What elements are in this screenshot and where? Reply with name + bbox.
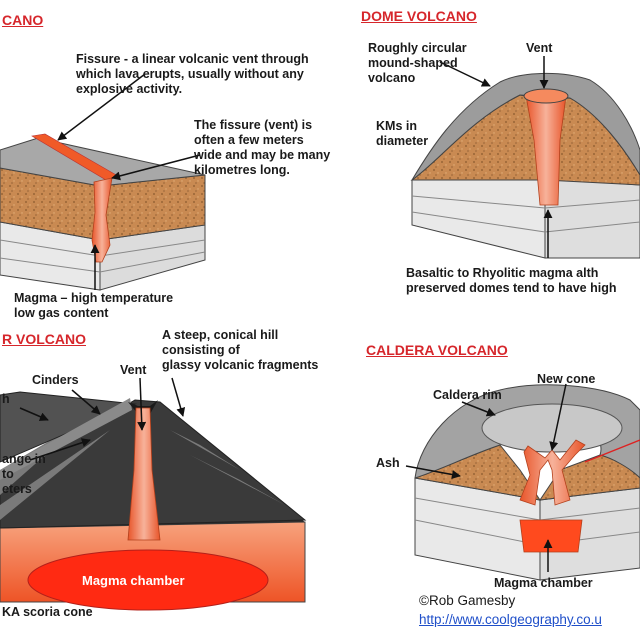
- cinder-crater: [128, 400, 158, 414]
- credit-text: ©Rob Gamesby: [419, 593, 516, 608]
- source-link[interactable]: http://www.coolgeography.co.u: [419, 612, 602, 627]
- cinder-aka-label: KA scoria cone: [2, 605, 93, 619]
- caldera-newcone-label: New cone: [537, 372, 596, 386]
- caldera-chamber: [519, 519, 583, 553]
- caldera-block: [414, 384, 640, 581]
- cinder-vent: [127, 407, 161, 541]
- dome-base-right: [544, 177, 640, 259]
- fissure-block: [0, 133, 206, 291]
- dome-magma-label: Basaltic to Rhyolitic magma alth preserv…: [406, 266, 617, 295]
- fissure-magma-label: Magma – high temperature low gas content: [14, 291, 174, 320]
- caldera-ash-label: Ash: [376, 456, 400, 470]
- dome-title: DOME VOLCANO: [361, 8, 477, 24]
- cinder-chamber-label: Magma chamber: [82, 573, 185, 588]
- cinder-hill-label: A steep, conical hill consisting of glas…: [162, 328, 319, 372]
- dome-skin: [411, 73, 640, 181]
- cinder-magma-chamber: [27, 549, 269, 611]
- dome-base-left: [411, 177, 546, 259]
- fissure-width-label: The fissure (vent) is often a few meters…: [194, 118, 331, 177]
- cinder-title: R VOLCANO: [2, 331, 86, 347]
- caldera-chamber-label: Magma chamber: [494, 576, 593, 590]
- caldera-rim-label: Caldera rim: [433, 388, 502, 402]
- dome-size-label: KMs in diameter: [376, 119, 429, 148]
- fissure-definition-label: Fissure - a linear volcanic vent through…: [76, 52, 309, 96]
- dome-block: [410, 73, 640, 259]
- cinder-vent-label: Vent: [120, 363, 147, 377]
- fissure-dyke: [91, 177, 113, 263]
- cinder-range-label: ange in to eters: [2, 452, 46, 496]
- cinder-cinders-label: Cinders: [32, 373, 79, 387]
- caldera-magma: [519, 439, 586, 506]
- dome-vent-label: Vent: [526, 41, 553, 55]
- fissure-top-surface: [0, 137, 206, 187]
- cinder-ash-label: h: [2, 392, 10, 406]
- caldera-title: CALDERA VOLCANO: [366, 342, 508, 358]
- fissure-title: CANO: [2, 12, 44, 28]
- dome-shape-label: Roughly circular mound-shaped volcano: [368, 41, 467, 85]
